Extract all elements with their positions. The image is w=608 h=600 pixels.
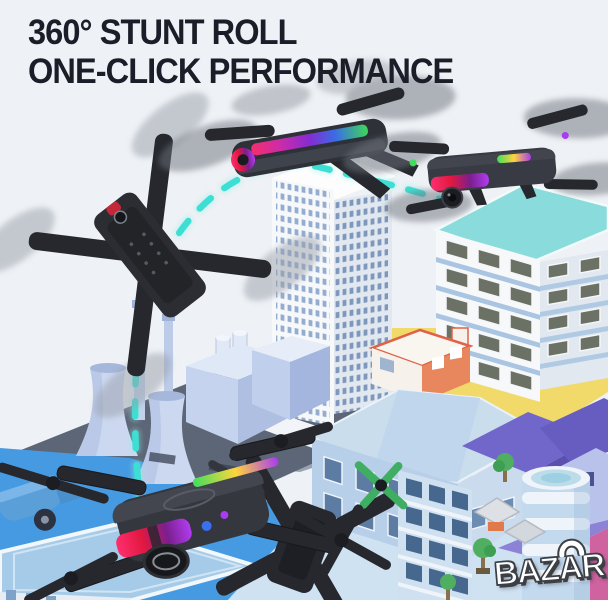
- led-strip: [251, 124, 368, 156]
- power-plant: [76, 300, 330, 484]
- front-led: [106, 201, 122, 216]
- led-strip: [497, 152, 531, 164]
- plant-hall: [186, 336, 330, 444]
- headline-line1: 360° STUNT ROLL: [28, 13, 297, 52]
- led-strip: [192, 457, 279, 487]
- bazar-watermark: BAZAR: [492, 538, 608, 593]
- market-umbrellas: [473, 497, 547, 544]
- cooling-tower: [134, 391, 198, 484]
- headline-line2: ONE-CLICK PERFORMANCE: [28, 51, 454, 91]
- camera-lens: [142, 543, 190, 579]
- drone-inverted: [158, 59, 456, 199]
- headline: 360° STUNT ROLL ONE-CLICK PERFORMANCE: [28, 13, 454, 91]
- propeller-blades: [0, 421, 391, 600]
- front-led-band: [430, 172, 489, 191]
- drone-hero: [0, 421, 391, 600]
- green-propeller: [354, 461, 408, 510]
- propeller: [0, 92, 321, 418]
- apartment-building: [432, 182, 608, 402]
- blue-midrise: [398, 470, 472, 600]
- shopping-bag-handle-icon: [557, 538, 587, 558]
- drone-upright: [343, 98, 608, 223]
- trees: [440, 453, 514, 600]
- drone-mid-roll: [0, 92, 321, 418]
- orange-house: [368, 327, 474, 402]
